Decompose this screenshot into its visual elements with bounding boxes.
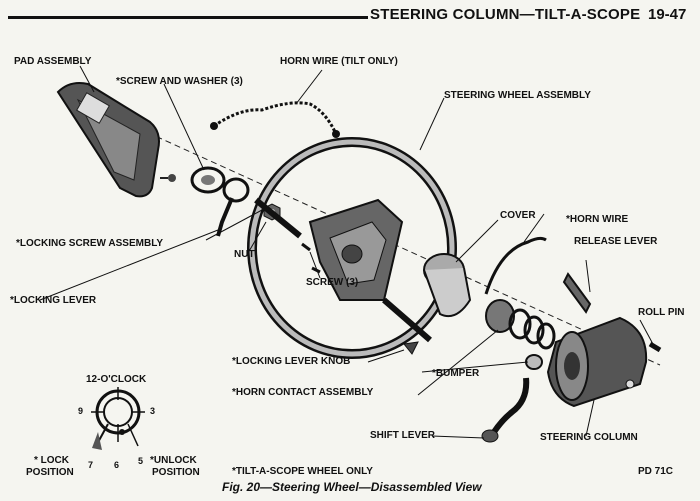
- bumper-part: [525, 354, 543, 370]
- unlock-position-label-line1: *UNLOCK: [150, 455, 197, 466]
- label-screw-and-washer: *SCREW AND WASHER (3): [116, 76, 243, 87]
- assembly-axis-line: [119, 119, 661, 366]
- footnote: *TILT-A-SCOPE WHEEL ONLY: [232, 466, 373, 477]
- pad-assembly-part: [56, 82, 160, 198]
- lock-position-label-line2: POSITION: [26, 467, 74, 478]
- clock-label-3: 3: [150, 406, 156, 416]
- label-release-lever: RELEASE LEVER: [574, 236, 658, 247]
- label-nut: NUT: [234, 249, 255, 260]
- label-roll-pin: ROLL PIN: [638, 307, 685, 318]
- figure-caption: Fig. 20—Steering Wheel—Disassembled View: [222, 480, 482, 494]
- unlock-position-label-line2: POSITION: [152, 467, 200, 478]
- label-shift-lever: SHIFT LEVER: [370, 430, 436, 441]
- clock-position-diagram: [91, 387, 145, 450]
- horn-wire-tilt-part: [213, 101, 338, 135]
- plate-id: PD 71C: [638, 466, 674, 477]
- cover-part: [423, 253, 472, 318]
- roll-pin-part: [648, 341, 662, 353]
- horn-switch-plate-part: [190, 166, 226, 194]
- label-steering-column: STEERING COLUMN: [540, 432, 638, 443]
- label-bumper: *BUMPER: [432, 368, 480, 379]
- label-screw-3: SCREW (3): [306, 277, 359, 288]
- clock-label-5: 5: [138, 456, 144, 466]
- label-horn-contact-assembly: *HORN CONTACT ASSEMBLY: [232, 387, 374, 398]
- locking-lever-knob-part: [403, 341, 419, 355]
- page-number: 19-47: [648, 6, 687, 23]
- page-title: STEERING COLUMN—TILT-A-SCOPE: [370, 6, 641, 23]
- header-rule: [8, 16, 368, 19]
- label-horn-wire: *HORN WIRE: [566, 214, 629, 225]
- shift-lever-part: [491, 377, 530, 434]
- label-locking-screw-assembly: *LOCKING SCREW ASSEMBLY: [16, 238, 164, 249]
- screws-part: [301, 242, 321, 274]
- release-lever-part: [562, 272, 592, 314]
- label-locking-lever-knob: *LOCKING LEVER KNOB: [232, 356, 351, 367]
- clock-label-6: 6: [114, 460, 120, 470]
- label-steering-wheel-assembly: STEERING WHEEL ASSEMBLY: [444, 90, 591, 101]
- horn-wire-part: [484, 236, 547, 295]
- clock-label-7: 7: [88, 460, 94, 470]
- steering-column-part: [546, 316, 648, 408]
- lock-position-label-line1: * LOCK: [34, 455, 69, 466]
- horn-contact-assembly-part: [485, 299, 556, 350]
- label-locking-lever: *LOCKING LEVER: [10, 295, 97, 306]
- steering-wheel-part: [247, 137, 457, 359]
- screw-and-washer-part: [160, 174, 176, 182]
- label-pad-assembly: PAD ASSEMBLY: [14, 56, 92, 67]
- locking-lever-part: [216, 177, 250, 237]
- clock-label-9: 9: [78, 406, 84, 416]
- leader-lines: [39, 65, 655, 439]
- label-cover: COVER: [500, 210, 536, 221]
- clock-label-12: 12-O'CLOCK: [86, 374, 147, 385]
- label-horn-wire-tilt-only: HORN WIRE (TILT ONLY): [280, 56, 398, 67]
